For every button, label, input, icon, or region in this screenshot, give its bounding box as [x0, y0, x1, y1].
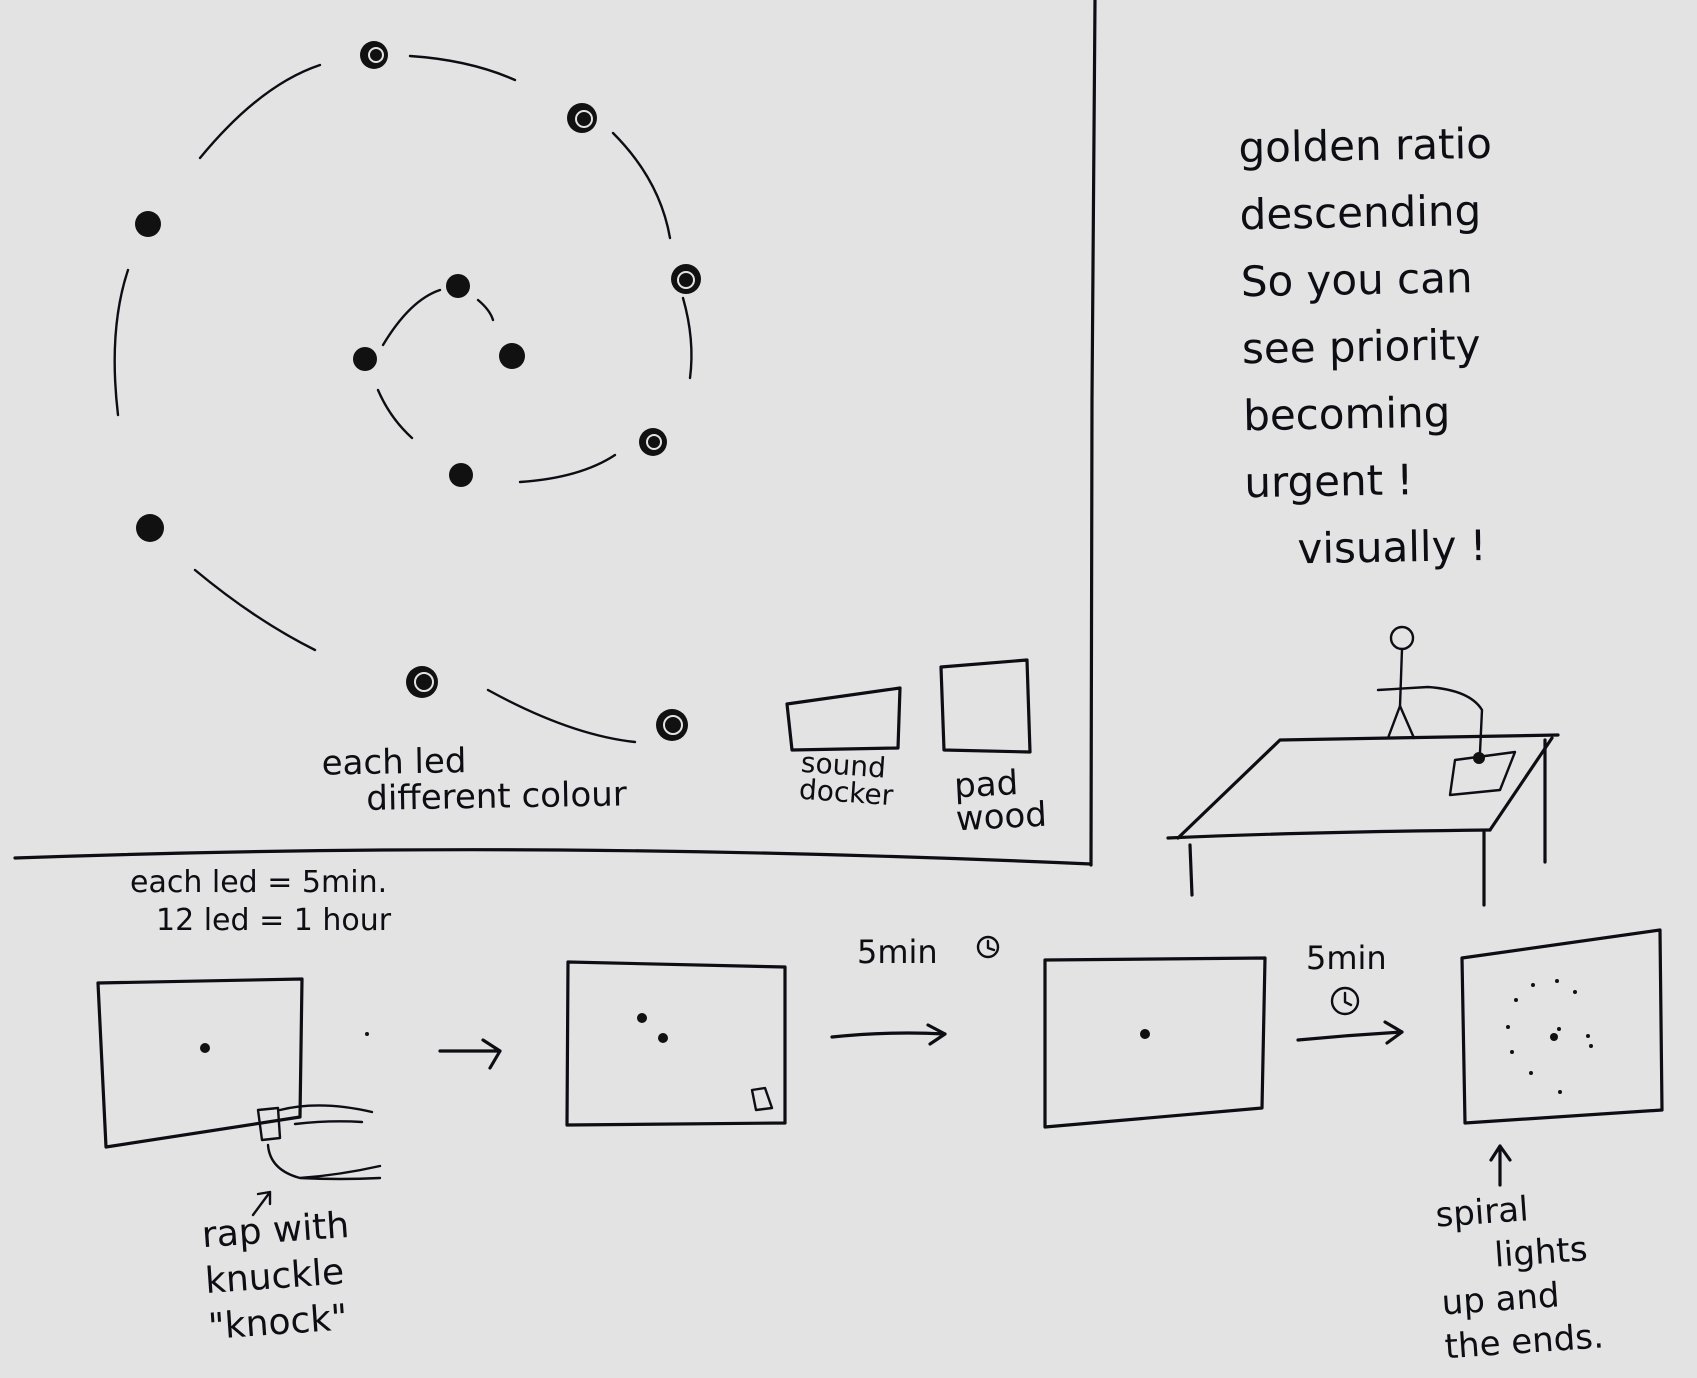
led-time-note: each led = 5min. 12 led = 1 hour: [130, 864, 391, 940]
frame-3-led: [1140, 1029, 1150, 1039]
frame-2-led: [658, 1033, 668, 1043]
led-dot: [406, 666, 438, 698]
led-dot: [671, 264, 701, 294]
frame-4-spiral-leds: [1506, 979, 1593, 1094]
led-dot: [360, 41, 388, 69]
led-dot: [449, 463, 473, 487]
note-line: see priority: [1241, 320, 1481, 374]
frame-3-box: [1043, 956, 1267, 1129]
arrow-3: [1296, 1020, 1404, 1045]
five-min-label: 5min: [857, 933, 938, 971]
arrow-1: [438, 1038, 502, 1070]
frame-1-led: [200, 1043, 210, 1053]
sound-docker-label: sound docker: [798, 746, 896, 813]
rap-pointer-arrow: [251, 1190, 272, 1217]
each-led-colour-note: each led different colour: [321, 741, 627, 818]
led-dots: [135, 41, 701, 741]
note-line: becoming: [1242, 387, 1451, 441]
spiral-lights-note: spiral lights up and the ends.: [1434, 1183, 1605, 1370]
note-line: golden ratio: [1238, 118, 1493, 173]
note-line: each led = 5min.: [130, 865, 388, 900]
note-line: different colour: [365, 774, 628, 819]
frame-2-led: [637, 1013, 647, 1023]
led-dot: [567, 103, 597, 133]
pad-wood-label: pad wood: [953, 763, 1048, 840]
stick-figure-at-desk: [1376, 625, 1484, 754]
led-dot: [656, 709, 688, 741]
led-dot: [446, 274, 470, 298]
frame-2-pad: [750, 1086, 774, 1112]
led-dot: [499, 343, 525, 369]
rap-with-knuckle-note: rap with knuckle "knock": [200, 1203, 357, 1351]
led-dot: [136, 514, 164, 542]
sound-docker-box: [785, 686, 902, 752]
note-line: docker: [798, 772, 895, 813]
frame-1-dot: [365, 1032, 369, 1036]
frame-2-box: [565, 960, 787, 1127]
frame-4-box: [1460, 928, 1664, 1125]
note-line: wood: [954, 794, 1048, 840]
pad-wood-box: [939, 658, 1032, 754]
note-line: descending: [1239, 186, 1482, 240]
note-line: urgent !: [1243, 455, 1414, 508]
arrow-2: [830, 1023, 947, 1046]
knocking-hand: [256, 1104, 382, 1181]
clock-icon: [1330, 986, 1360, 1016]
spiral-pointer-arrow: [1489, 1144, 1512, 1187]
led-dot: [135, 211, 161, 237]
led-dot: [639, 428, 667, 456]
golden-ratio-note: golden ratio descending So you can see p…: [1238, 110, 1499, 583]
desk: [1166, 733, 1560, 907]
led-dot: [353, 347, 377, 371]
five-min-label: 5min: [1306, 939, 1387, 977]
frame-1-box: [96, 977, 304, 1149]
note-line: visually !: [1297, 520, 1488, 574]
spiral-arcs: [113, 54, 693, 744]
clock-icon: [976, 935, 1000, 959]
top-left-panel-frame: [13, 0, 1097, 867]
note-line: So you can: [1240, 253, 1473, 307]
note-line: 12 led = 1 hour: [156, 903, 392, 938]
